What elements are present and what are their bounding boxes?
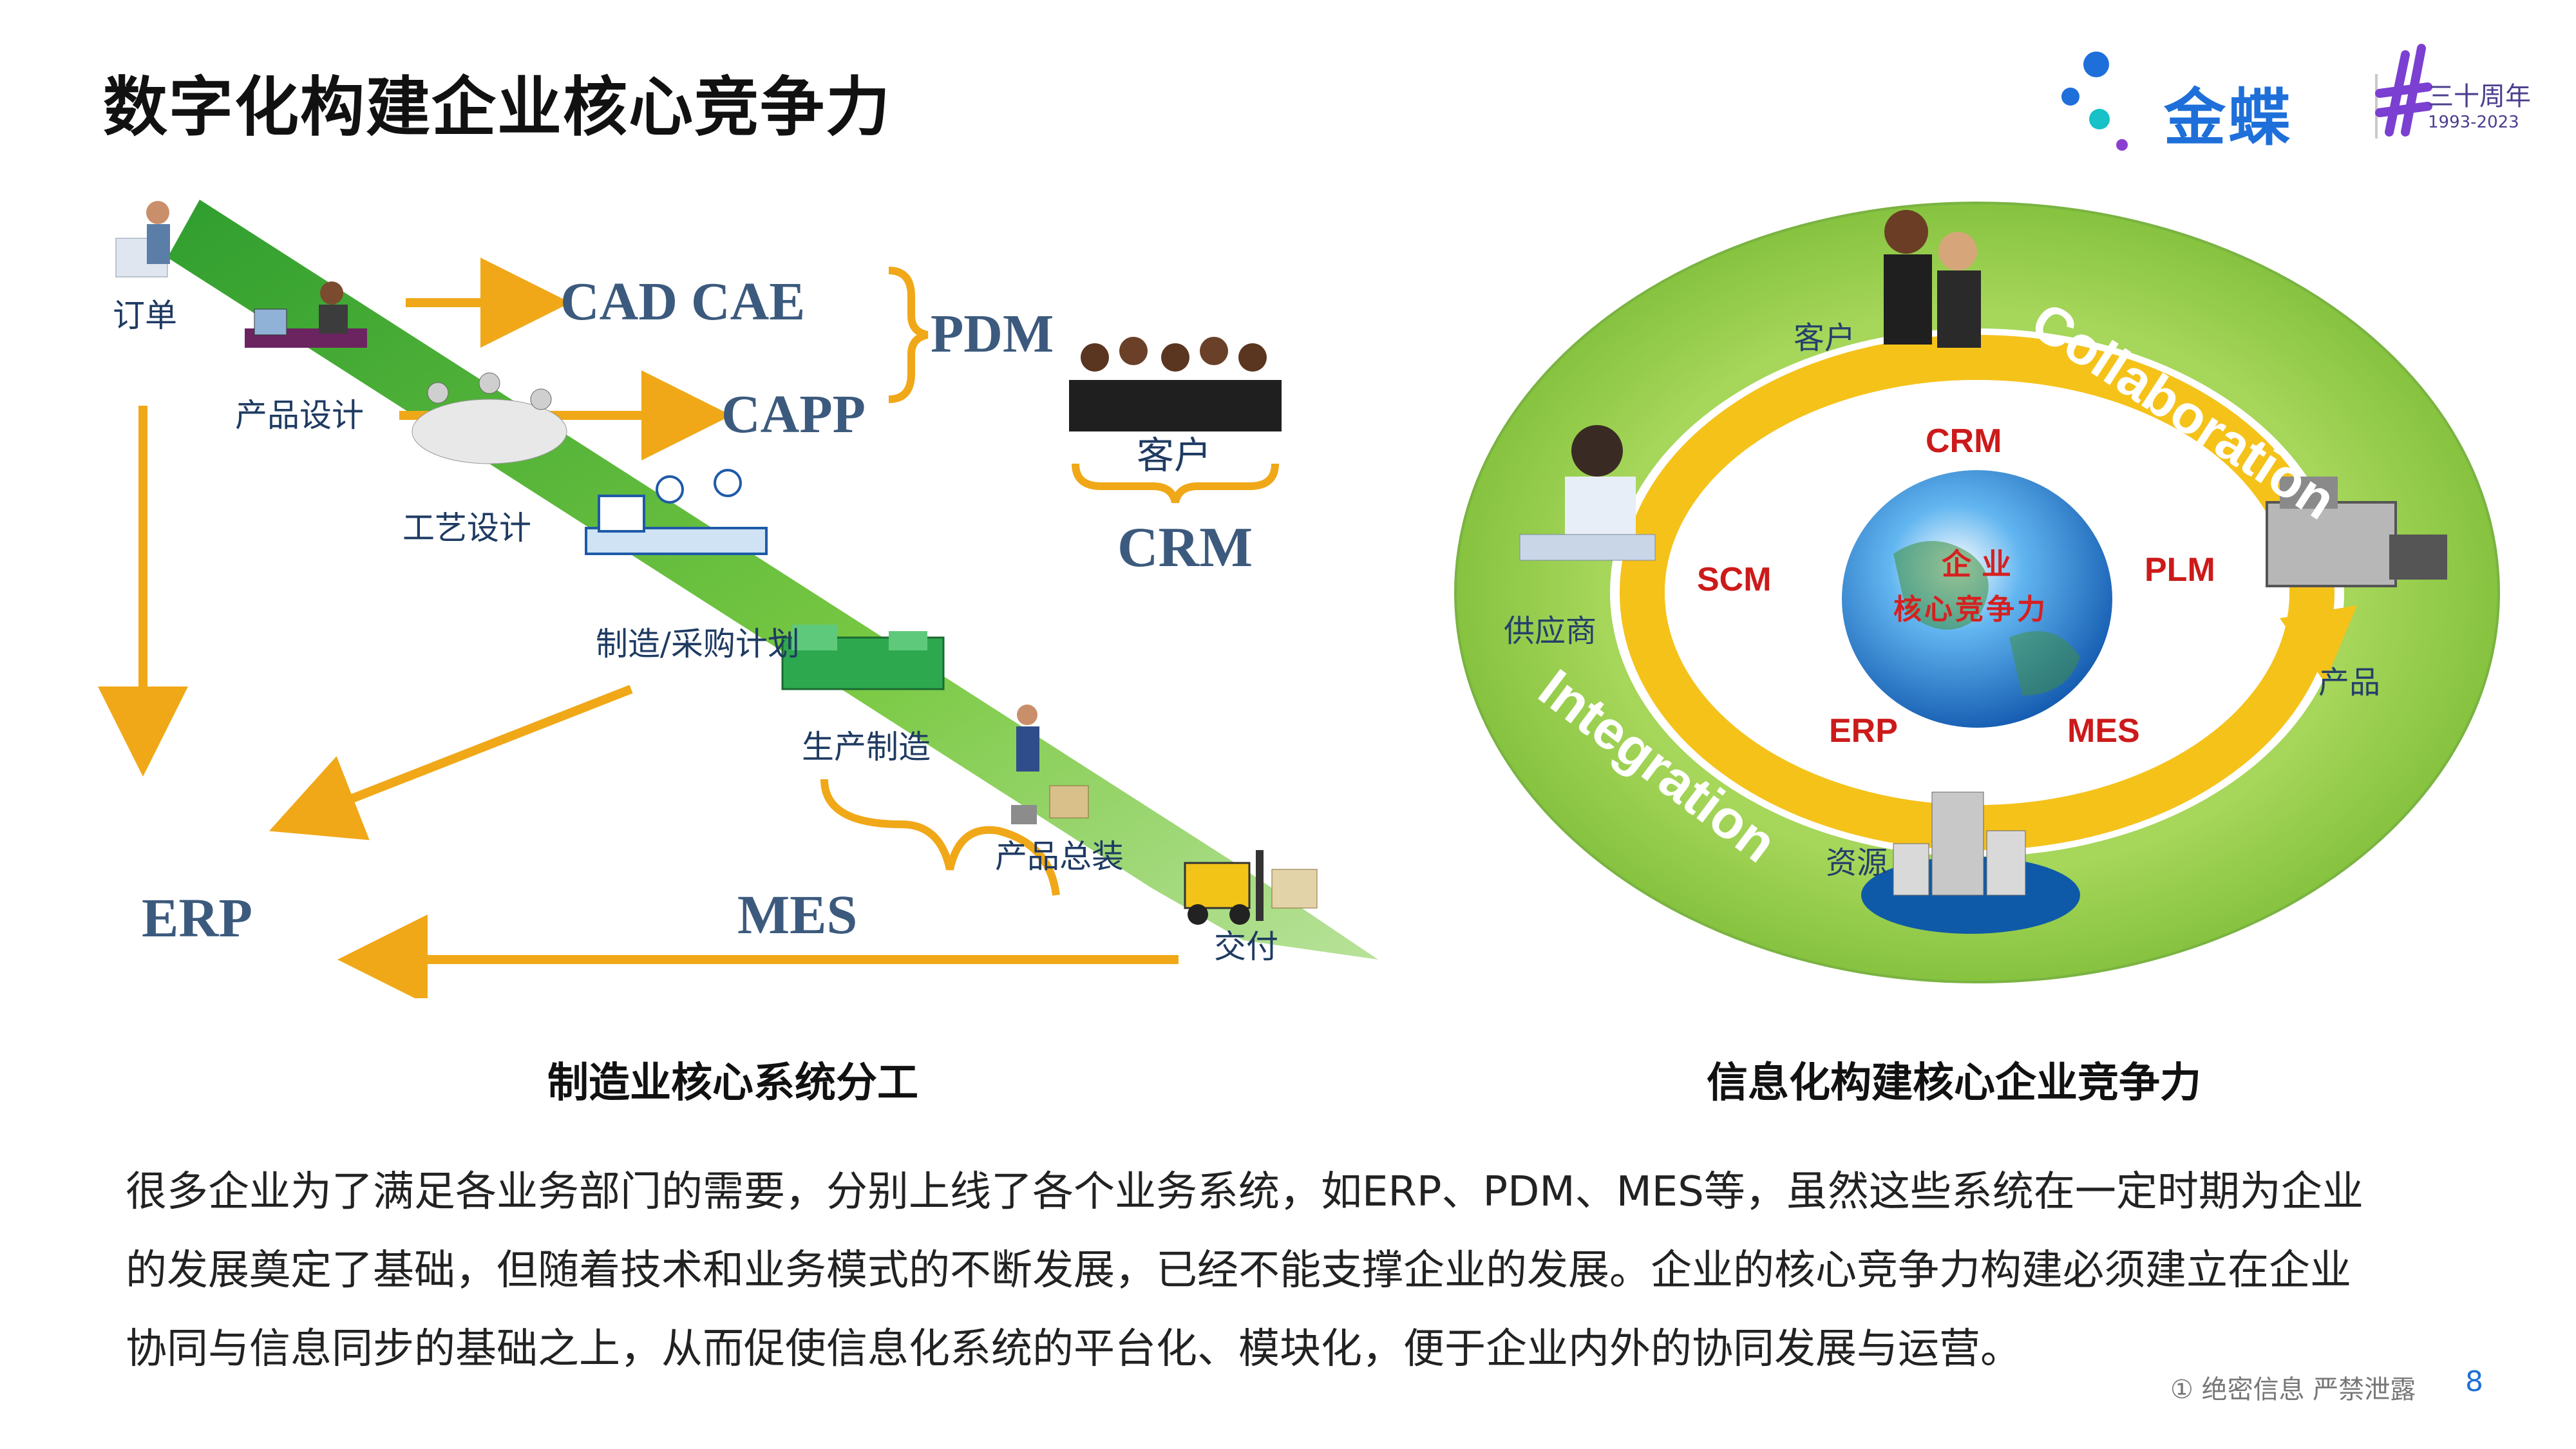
system-pdm: PDM bbox=[931, 304, 1054, 364]
production-machine-illustration bbox=[781, 625, 945, 690]
label-order: 订单 bbox=[113, 297, 177, 334]
label-process-design: 工艺设计 bbox=[402, 509, 531, 547]
product-camera-illustration bbox=[2266, 477, 2447, 587]
confidential-notice: ① 绝密信息 严禁泄露 bbox=[2170, 1375, 2416, 1405]
ring-label-plm: PLM bbox=[2145, 551, 2215, 589]
supplier-illustration bbox=[1519, 425, 1656, 561]
caption-core-competitiveness: 信息化构建核心企业竞争力 bbox=[1707, 1059, 2201, 1107]
customers-illustration bbox=[1884, 210, 1981, 348]
label-production: 生产制造 bbox=[802, 728, 931, 766]
page-title: 数字化构建企业核心竞争力 bbox=[103, 70, 891, 145]
label-delivery: 交付 bbox=[1214, 928, 1278, 965]
planning-meeting-illustration bbox=[585, 469, 768, 555]
label-product-design: 产品设计 bbox=[235, 397, 364, 434]
process-designers-illustration bbox=[412, 372, 567, 464]
logo-anniversary-text: 三十周年 bbox=[2428, 82, 2531, 111]
logo-years-text: 1993-2023 bbox=[2428, 113, 2519, 132]
label-assembly: 产品总装 bbox=[995, 838, 1124, 875]
process-flow-arrow bbox=[167, 200, 1378, 960]
crm-brace bbox=[1072, 463, 1279, 504]
node-supplier: 供应商 bbox=[1504, 613, 1597, 649]
globe-text-enterprise: 企 业 bbox=[1942, 547, 2012, 582]
ring-graphics bbox=[1454, 202, 2500, 983]
node-resource: 资源 bbox=[1826, 845, 1888, 881]
node-product: 产品 bbox=[2318, 665, 2381, 701]
mes-brace bbox=[820, 779, 1060, 896]
ring-label-scm: SCM bbox=[1697, 561, 1772, 598]
order-person-illustration bbox=[115, 201, 170, 278]
system-erp: ERP bbox=[142, 887, 252, 949]
designer-illustration bbox=[245, 281, 367, 348]
assembly-worker-illustration bbox=[1011, 705, 1089, 824]
ring-label-erp: ERP bbox=[1829, 712, 1898, 750]
system-crm: CRM bbox=[1117, 516, 1253, 579]
caption-manufacturing-systems: 制造业核心系统分工 bbox=[547, 1059, 918, 1107]
label-customer: 客户 bbox=[1137, 433, 1212, 477]
core-competitiveness-diagram: Collaboration Integration 客户 供应商 产品 资源 C… bbox=[1443, 193, 2512, 992]
forklift-illustration bbox=[1184, 850, 1318, 925]
ring-arrow-head bbox=[2280, 605, 2357, 683]
node-customer: 客户 bbox=[1794, 320, 1856, 356]
label-mfg-purchase-plan: 制造/采购计划 bbox=[596, 625, 800, 663]
arrow-plan-to-erp bbox=[269, 685, 633, 840]
system-capp: CAPP bbox=[721, 384, 866, 444]
system-cad-cae: CAD CAE bbox=[560, 272, 806, 332]
pdm-brace bbox=[888, 267, 929, 403]
customers-group-illustration bbox=[1069, 337, 1282, 431]
body-line-3: 协同与信息同步的基础之上，从而促使信息化系统的平台化、模块化，便于企业内外的协同… bbox=[126, 1325, 2022, 1373]
body-line-2: 的发展奠定了基础，但随着技术和业务模式的不断发展，已经不能支撑企业的发展。企业的… bbox=[126, 1247, 2351, 1294]
body-paragraph: 很多企业为了满足各业务部门的需要，分别上线了各个业务系统，如ERP、PDM、ME… bbox=[126, 1153, 2470, 1388]
logo-brand-text: 金蝶 bbox=[2164, 82, 2293, 154]
resource-buildings-illustration bbox=[1861, 791, 2080, 934]
globe-text-core-competitiveness: 核心竞争力 bbox=[1893, 593, 2048, 626]
page-number: 8 bbox=[2465, 1365, 2483, 1398]
diagram-graphics bbox=[98, 200, 1378, 998]
body-line-1: 很多企业为了满足各业务部门的需要，分别上线了各个业务系统，如ERP、PDM、ME… bbox=[126, 1168, 2363, 1216]
ring-label-crm: CRM bbox=[1926, 422, 2002, 460]
ring-label-mes: MES bbox=[2067, 712, 2140, 750]
system-mes: MES bbox=[737, 884, 858, 945]
logo-dots-icon bbox=[2061, 44, 2432, 151]
kingdee-logo: 金蝶 三十周年 1993-2023 bbox=[2054, 35, 2557, 164]
manufacturing-systems-diagram: 订单 产品设计 工艺设计 制造/采购计划 生产制造 产品总装 交付 客户 CAD… bbox=[90, 187, 1430, 998]
